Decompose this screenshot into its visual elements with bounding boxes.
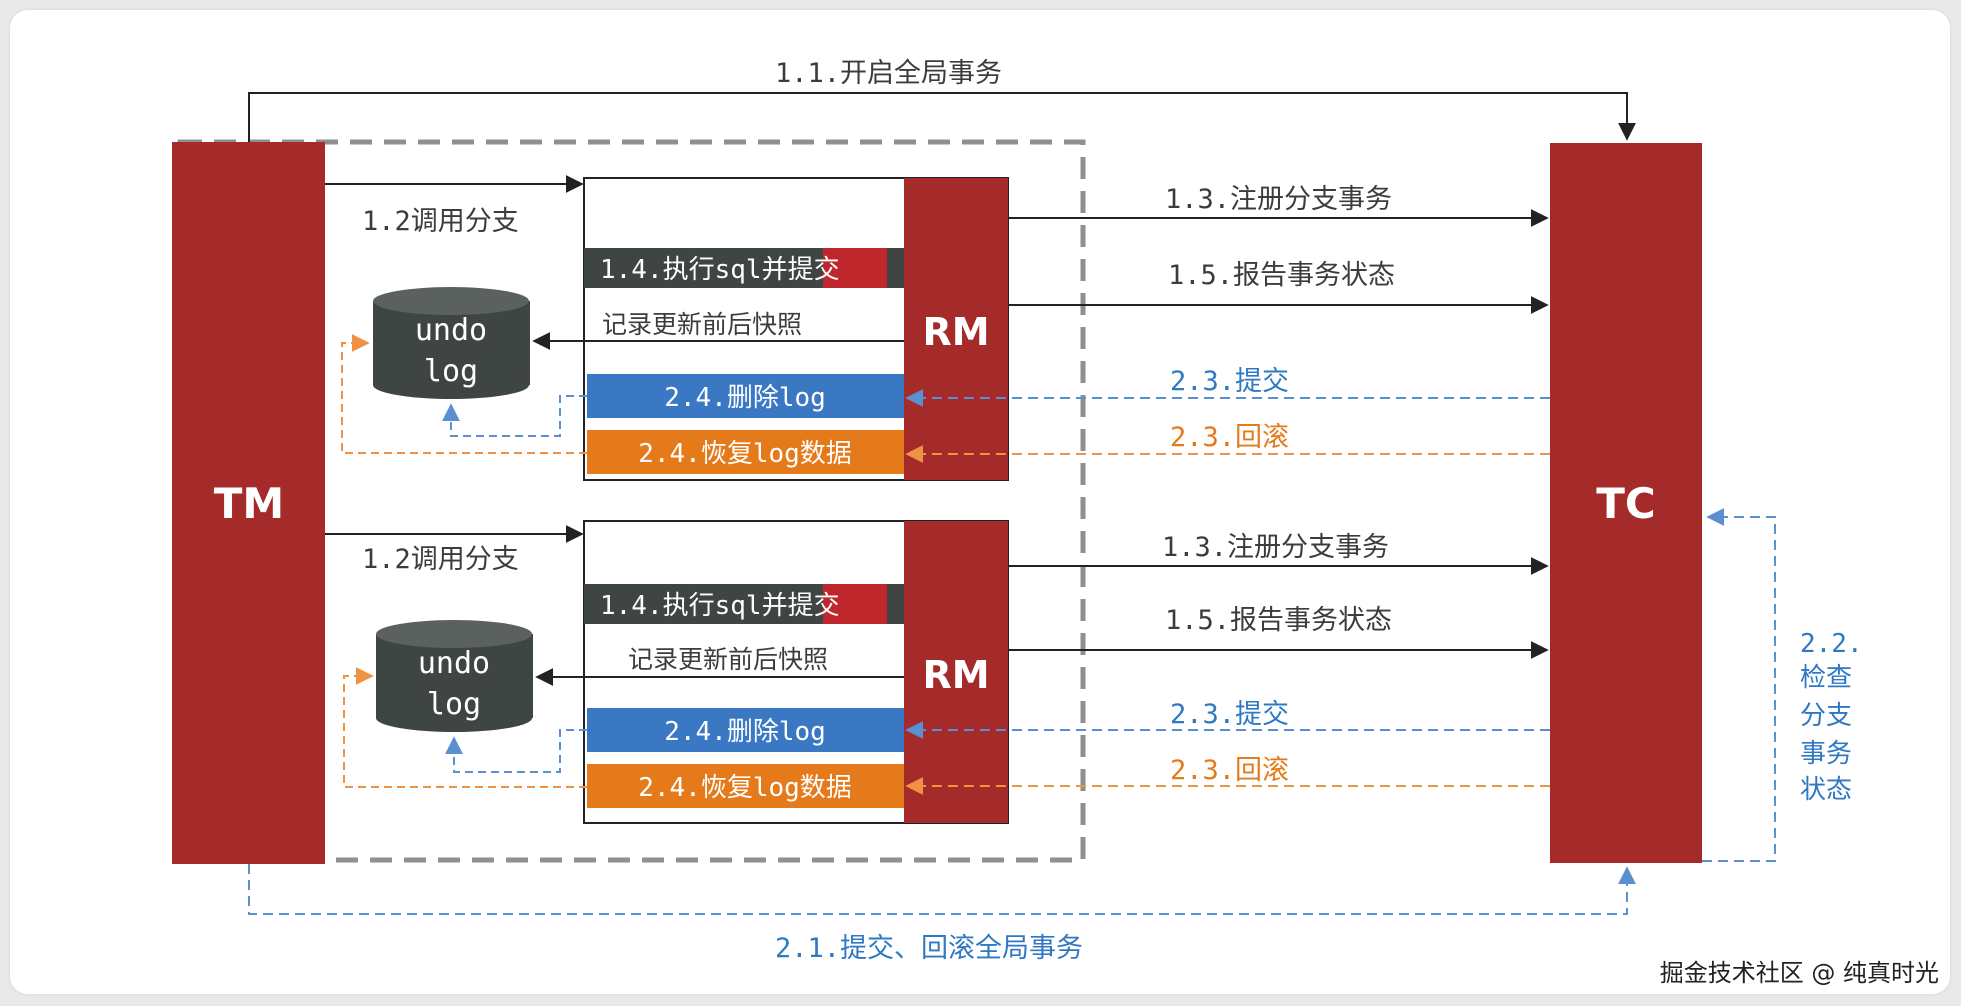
commit-rollback-global-arrow [248, 864, 1636, 915]
delete-log-1-to-undo-arrow [442, 395, 587, 437]
rm-1-label: RM [922, 310, 989, 354]
undo-log-1-line2: log [424, 354, 478, 389]
commit-2-label: 2.3.提交 [1170, 699, 1289, 730]
branch-2: RM 1.2调用分支 1.4.执行sql并提交 记录更新前后快照 undo lo… [325, 520, 1550, 824]
exec-commit-1-highlight [823, 248, 887, 288]
tc-block [1550, 143, 1702, 863]
start-global-arrow [248, 92, 1636, 142]
report-1-label: 1.5.报告事务状态 [1168, 260, 1395, 291]
delete-log-2-label: 2.4.删除log [664, 717, 826, 747]
snapshot-2-label: 记录更新前后快照 [628, 645, 828, 674]
delete-log-2-bar [587, 708, 904, 752]
rm-2-block [904, 521, 1008, 823]
rollback-1-label: 2.3.回滚 [1170, 422, 1289, 453]
exec-commit-2-highlight [823, 584, 887, 624]
check-branch-label-5: 状态 [1800, 775, 1852, 805]
rm-2-label: RM [922, 653, 989, 697]
check-branch-arrow [1702, 508, 1776, 862]
restore-log-2-to-undo-arrow [343, 667, 587, 788]
undo-log-2-line1: undo [418, 646, 490, 681]
snapshot-1-label: 记录更新前后快照 [602, 310, 802, 339]
check-branch-label-3: 分支 [1800, 701, 1852, 731]
restore-log-1-label: 2.4.恢复log数据 [638, 439, 852, 469]
restore-log-1-bar [587, 430, 904, 474]
commit-1-label: 2.3.提交 [1170, 366, 1289, 397]
delete-log-1-bar [587, 374, 904, 418]
check-branch-label-2: 检查 [1800, 663, 1852, 693]
branch-1: RM 1.2调用分支 1.4.执行sql并提交 记录更新前后快照 undo lo… [325, 175, 1550, 481]
undo-log-2-line2: log [427, 687, 481, 722]
start-global-label: 1.1.开启全局事务 [775, 58, 1002, 89]
restore-log-2-bar [587, 764, 904, 808]
invoke-branch-2-label: 1.2调用分支 [362, 544, 519, 575]
rollback-2-label: 2.3.回滚 [1170, 755, 1289, 786]
check-branch-label-1: 2.2. [1800, 629, 1863, 659]
undo-log-2-cylinder [376, 620, 533, 732]
exec-sql-2-commit: 提交 [788, 591, 840, 621]
tm-scope-dashed-border [177, 139, 1086, 863]
tm-block [172, 142, 325, 864]
check-branch-label-4: 事务 [1800, 739, 1852, 769]
exec-sql-2-prefix: 1.4.执行sql并 [600, 591, 788, 621]
invoke-branch-1-label: 1.2调用分支 [362, 206, 519, 237]
commit-rollback-global-label: 2.1.提交、回滚全局事务 [775, 933, 1083, 964]
register-1-label: 1.3.注册分支事务 [1165, 184, 1392, 215]
delete-log-1-label: 2.4.删除log [664, 383, 826, 413]
exec-sql-1-prefix: 1.4.执行sql并 [600, 255, 788, 285]
register-2-label: 1.3.注册分支事务 [1162, 532, 1389, 563]
report-2-label: 1.5.报告事务状态 [1165, 605, 1392, 636]
undo-log-1-cylinder [373, 287, 530, 399]
delete-log-2-to-undo-arrow [445, 729, 587, 773]
undo-log-1-line1: undo [415, 313, 487, 348]
tm-label: TM [214, 479, 284, 528]
restore-log-2-label: 2.4.恢复log数据 [638, 773, 852, 803]
exec-sql-1-label: 1.4.执行sql并提交 [600, 255, 840, 285]
exec-sql-2-label: 1.4.执行sql并提交 [600, 591, 840, 621]
restore-log-1-to-undo-arrow [341, 334, 587, 454]
exec-sql-1-commit: 提交 [788, 255, 840, 285]
rm-1-block [904, 178, 1008, 480]
watermark: 掘金技术社区 @ 纯真时光 [1659, 959, 1939, 987]
tc-label: TC [1596, 479, 1655, 528]
